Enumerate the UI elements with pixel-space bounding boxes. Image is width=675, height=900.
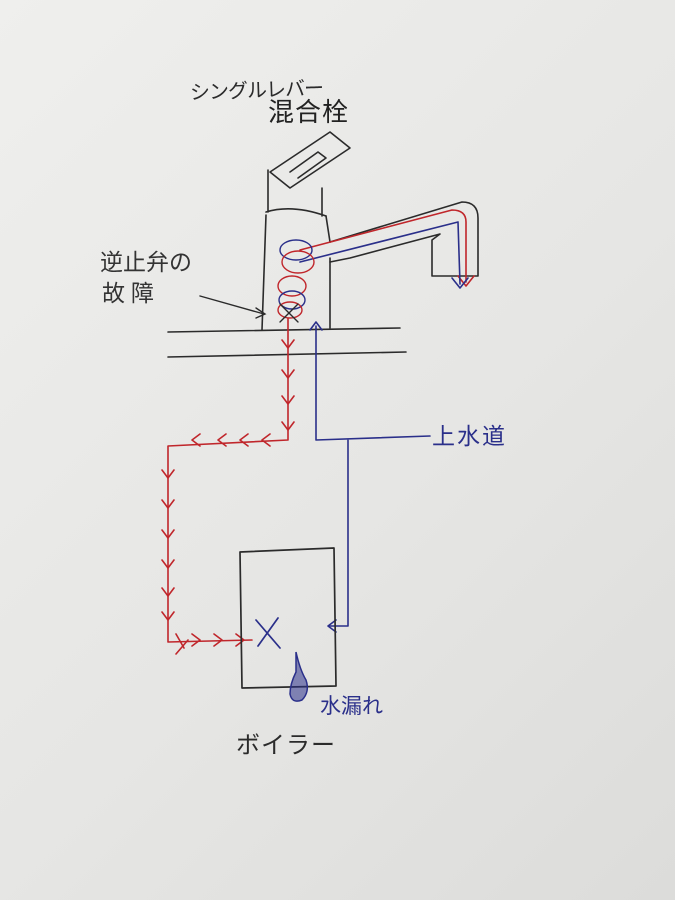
valve-swirl-red <box>281 250 315 274</box>
check-valve-pointer <box>199 295 267 319</box>
counter-top-line <box>167 327 401 333</box>
hot-pipe-corner-mark <box>175 633 189 655</box>
cold-supply-arrow <box>309 321 337 633</box>
valve-swirl-blue <box>279 239 313 261</box>
cold-spout-flow <box>299 221 461 285</box>
hot-water-line <box>161 209 475 655</box>
cold-water-line <box>299 221 469 633</box>
faucet-spout <box>329 201 479 277</box>
valve-swirl-red-2 <box>277 275 307 297</box>
check-valve-label-line1: 逆止弁の <box>100 250 192 276</box>
cold-supply-pipe <box>315 325 431 627</box>
boiler-body <box>239 547 337 689</box>
faucet-main-body <box>261 214 331 331</box>
check-valve-failure-mark <box>279 303 299 323</box>
water-drop-icon <box>289 651 309 702</box>
counter-bottom-line <box>167 351 407 358</box>
hot-spout-arrow <box>457 275 475 287</box>
faucet-lever <box>269 131 351 189</box>
faucet <box>167 131 479 358</box>
hot-pipe-arrows <box>161 339 295 647</box>
boiler-label: ボイラー <box>236 731 336 759</box>
hot-spout-flow <box>299 209 467 283</box>
faucet-title-line2: 混合栓 <box>268 98 350 128</box>
valve-swirl-blue-2 <box>278 290 306 310</box>
hot-pipe <box>167 317 289 643</box>
check-valve-label-line2: 故障 <box>102 281 160 307</box>
valve-swirls <box>277 239 315 323</box>
water-main-label: 上水道 <box>432 424 507 450</box>
faucet-upper-body <box>265 169 327 217</box>
water-leak-label: 水漏れ <box>320 694 383 718</box>
cold-spout-arrow <box>451 277 469 289</box>
valve-swirl-red-3 <box>277 301 303 319</box>
boiler <box>239 547 337 689</box>
boiler-failure-mark <box>255 617 281 649</box>
